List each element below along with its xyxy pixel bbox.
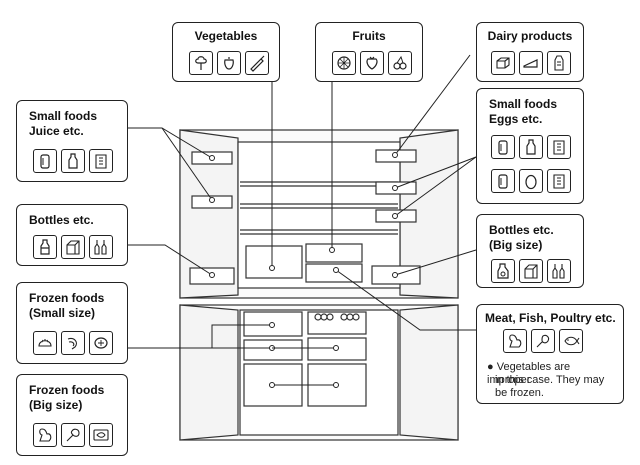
bottle-icon <box>33 235 57 259</box>
meat-drawer <box>305 263 363 283</box>
carton-icon <box>519 259 543 283</box>
carton-icon <box>547 169 571 193</box>
can-icon <box>33 149 57 173</box>
fruits-callout: Fruits <box>315 22 423 82</box>
chicken-icon <box>503 329 527 353</box>
can-icon <box>491 135 515 159</box>
butter-icon <box>491 51 515 75</box>
strawberry-icon <box>360 51 384 75</box>
note-bullet: ● <box>487 361 494 373</box>
frozen-small-title-line1: Frozen foods <box>29 291 105 305</box>
bottles-big-callout: Bottles etc. (Big size) <box>476 214 584 288</box>
frozen-small-callout: Frozen foods (Small size) <box>16 282 128 364</box>
right-freezer-door <box>399 304 459 441</box>
bottles-callout: Bottles etc. <box>16 204 128 266</box>
frozen-small-title-line2: (Small size) <box>29 306 96 320</box>
orange-slice-icon <box>332 51 356 75</box>
left-freezer-door <box>179 304 239 441</box>
egg-icon <box>519 169 543 193</box>
dairy-callout: Dairy products <box>476 22 584 82</box>
fruit-drawer <box>305 243 363 263</box>
carton-icon <box>89 149 113 173</box>
drumstick-icon <box>531 329 555 353</box>
meat-note-line2: in this case. They may <box>495 374 605 386</box>
shrimp-icon <box>61 331 85 355</box>
small-foods-juice-callout: Small foods Juice etc. <box>16 100 128 182</box>
vegetables-title: Vegetables <box>194 29 258 43</box>
cheese-icon <box>519 51 543 75</box>
small-foods-eggs-callout: Small foods Eggs etc. <box>476 88 584 204</box>
meat-callout: Meat, Fish, Poultry etc. ● Vegetables ar… <box>476 304 624 404</box>
wine-bottles-icon <box>547 259 571 283</box>
broccoli-icon <box>189 51 213 75</box>
bottles-big-title-line2: (Big size) <box>489 238 543 252</box>
frozen-big-title-line2: (Big size) <box>29 398 83 412</box>
left-upper-door <box>179 129 239 299</box>
meat-icon <box>61 423 85 447</box>
can-icon <box>491 169 515 193</box>
cherries-icon <box>388 51 412 75</box>
small-foods-juice-title-line1: Small foods <box>29 109 98 123</box>
milk-carton-icon <box>547 51 571 75</box>
dairy-title: Dairy products <box>487 29 573 43</box>
carton-icon <box>547 135 571 159</box>
vegetables-callout: Vegetables <box>172 22 280 82</box>
bottle-icon <box>61 149 85 173</box>
fish-pack-icon <box>89 423 113 447</box>
right-upper-door <box>399 129 459 299</box>
fish-icon <box>559 329 583 353</box>
fruits-title: Fruits <box>352 29 386 43</box>
dumpling-icon <box>33 331 57 355</box>
pepper-icon <box>217 51 241 75</box>
jug-icon <box>491 259 515 283</box>
small-foods-eggs-title-line1: Small foods <box>489 97 558 111</box>
small-foods-juice-title-line2: Juice etc. <box>29 124 84 138</box>
meat-note-line1: Vegetables are improper <box>487 361 571 386</box>
carrot-icon <box>245 51 269 75</box>
bottles-big-title-line1: Bottles etc. <box>489 223 554 237</box>
bottle-icon <box>519 135 543 159</box>
meat-note-line3: be frozen. <box>495 387 544 399</box>
frozen-big-title-line1: Frozen foods <box>29 383 105 397</box>
meat-title: Meat, Fish, Poultry etc. <box>485 311 616 325</box>
small-foods-eggs-title-line2: Eggs etc. <box>489 112 543 126</box>
bottles-title: Bottles etc. <box>29 213 94 227</box>
carton-icon <box>61 235 85 259</box>
chicken-icon <box>33 423 57 447</box>
vegetable-drawer <box>245 245 303 279</box>
frozen-pack-icon <box>89 331 113 355</box>
ice-tray <box>307 311 367 335</box>
frozen-big-callout: Frozen foods (Big size) <box>16 374 128 456</box>
wine-bottles-icon <box>89 235 113 259</box>
